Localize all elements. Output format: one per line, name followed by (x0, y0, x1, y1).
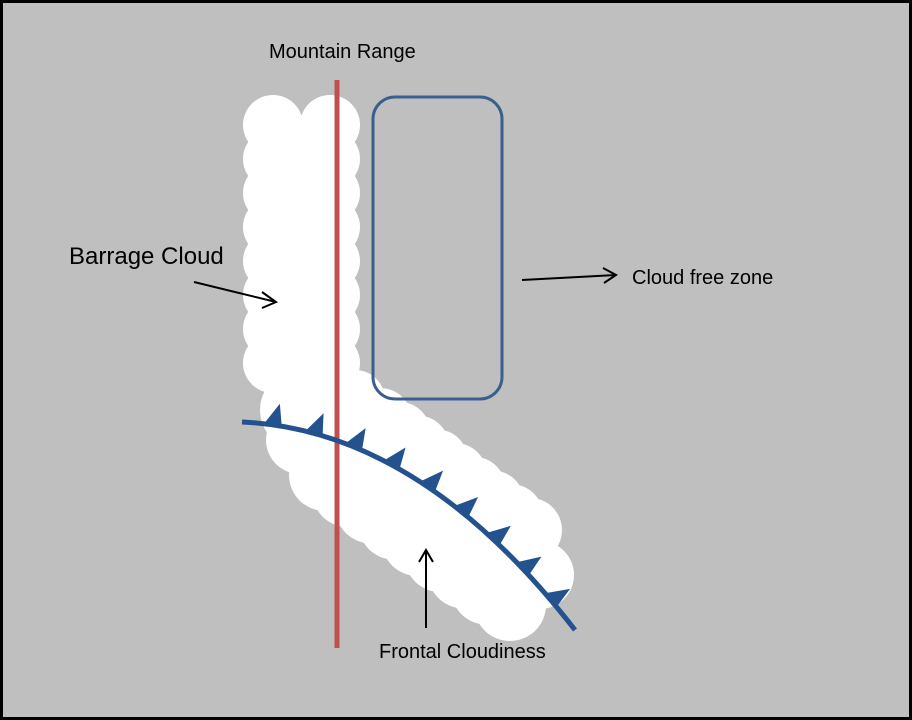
barrage-cloud-label: Barrage Cloud (69, 243, 224, 270)
frontal-cloudiness-label: Frontal Cloudiness (379, 641, 546, 663)
front-barb (454, 497, 479, 518)
cloud-body (260, 120, 345, 385)
cold-front-line (241, 419, 577, 632)
cloud-free-zone-label: Cloud free zone (632, 267, 774, 289)
front-barb (345, 428, 366, 451)
cloud-free-zone-box (371, 95, 504, 401)
barrage-cloud-arrow (193, 281, 277, 303)
frontal-cloud-arrowhead (418, 548, 434, 563)
cloud-puff (498, 498, 562, 562)
front-barb (420, 470, 444, 492)
cloud-free-arrowhead (602, 267, 618, 284)
front-barb (263, 403, 282, 427)
barrage-cloud-arrowhead (261, 291, 279, 309)
cloud-mass (243, 95, 574, 641)
front-barb (516, 556, 542, 576)
front-barb (544, 588, 571, 607)
cloud-free-arrow (521, 274, 617, 281)
cloud-puff (474, 569, 546, 641)
front-barb (486, 525, 511, 546)
cold-front-barbs (263, 403, 571, 607)
mountain-range-label: Mountain Range (269, 41, 416, 63)
front-barb (305, 413, 324, 436)
diagram-svg (193, 80, 618, 648)
front-barb (383, 447, 406, 470)
